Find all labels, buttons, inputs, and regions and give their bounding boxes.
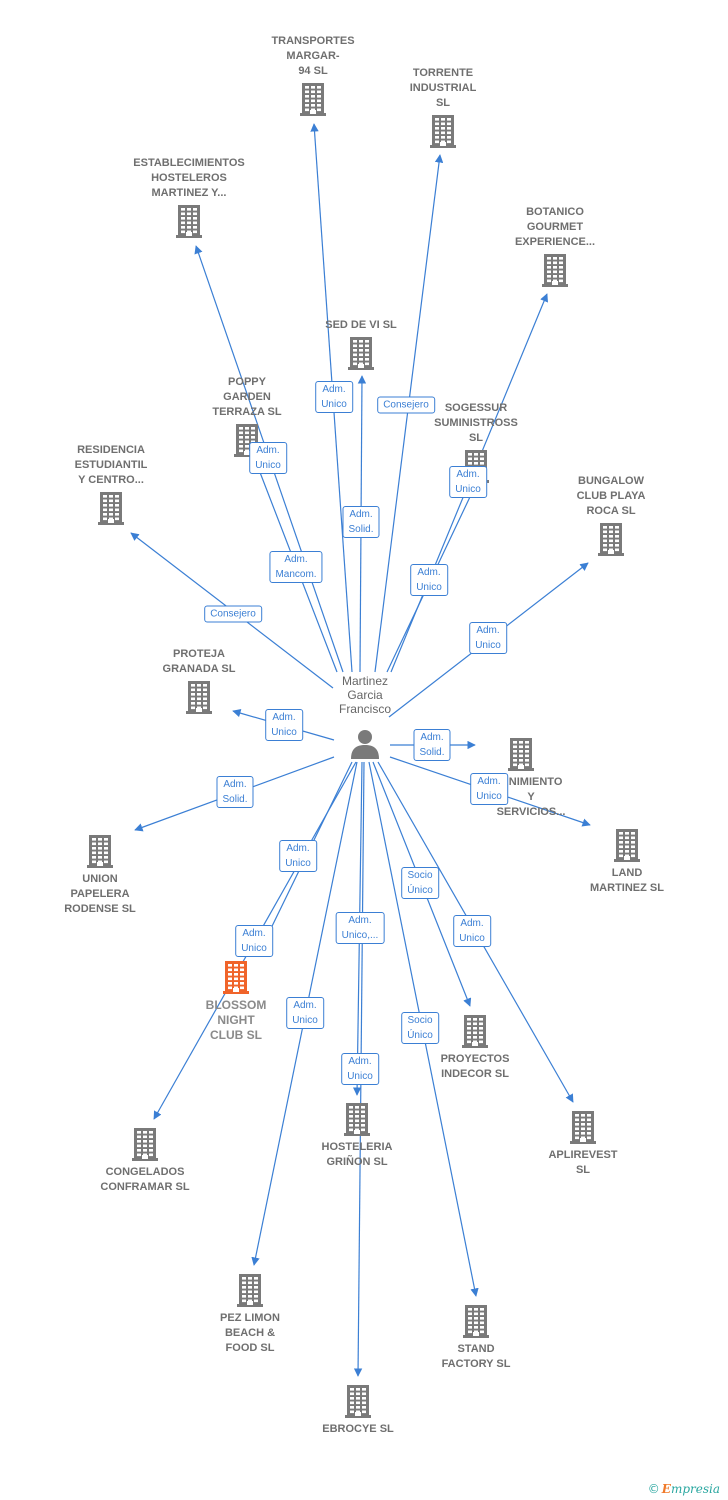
company-name: ...NIMIENTO Y SERVICIOS... <box>496 776 566 818</box>
building-icon <box>462 1015 488 1048</box>
company-name: EBROCYE SL <box>322 1423 394 1435</box>
building-icon <box>344 1103 370 1136</box>
company-name: APLIREVEST SL <box>548 1149 618 1176</box>
company-node-land[interactable]: LAND MARTINEZ SL <box>567 828 687 896</box>
brand-initial: E <box>661 1482 671 1496</box>
company-node-torrente[interactable]: TORRENTE INDUSTRIAL SL <box>383 66 503 148</box>
company-name: STAND FACTORY SL <box>441 1343 511 1370</box>
building-icon <box>98 492 124 525</box>
building-icon <box>570 1111 596 1144</box>
edge-label-ebrocye[interactable]: Adm. Unico,... <box>335 912 385 944</box>
company-name: PEZ LIMON BEACH & FOOD SL <box>220 1312 280 1354</box>
company-name: RESIDENCIA ESTUDIANTIL Y CENTRO... <box>74 444 148 486</box>
copyright-symbol: © <box>647 1482 660 1496</box>
building-icon <box>300 83 326 116</box>
edge-label-torrente[interactable]: Consejero <box>377 396 435 414</box>
company-node-union[interactable]: UNION PAPELERA RODENSE SL <box>40 834 160 917</box>
company-name: BUNGALOW CLUB PLAYA ROCA SL <box>576 475 646 517</box>
company-name: LAND MARTINEZ SL <box>590 867 664 894</box>
company-name: UNION PAPELERA RODENSE SL <box>64 873 136 915</box>
company-node-ebrocye[interactable]: EBROCYE SL <box>298 1384 418 1437</box>
company-node-bungalow[interactable]: BUNGALOW CLUB PLAYA ROCA SL <box>551 474 671 556</box>
edge-label-poppy[interactable]: Adm. Unico <box>249 442 287 474</box>
center-person-name: Martinez Garcia Francisco <box>338 674 391 716</box>
building-icon <box>508 738 534 771</box>
building-icon <box>542 254 568 287</box>
company-name: TORRENTE INDUSTRIAL SL <box>409 67 477 109</box>
company-node-residencia[interactable]: RESIDENCIA ESTUDIANTIL Y CENTRO... <box>51 443 171 525</box>
edge-label-stand[interactable]: Socio Único <box>401 1012 439 1044</box>
company-name: ESTABLECIMIENTOS HOSTELEROS MARTINEZ Y..… <box>133 157 245 199</box>
company-name: SOGESSUR SUMINISTROSS SL <box>434 402 518 444</box>
edge-label-sed[interactable]: Adm. Solid. <box>342 506 380 538</box>
center-person-node[interactable]: Martinez Garcia Francisco <box>310 674 420 760</box>
company-name: SED DE VI SL <box>325 319 397 331</box>
company-node-transportes[interactable]: TRANSPORTES MARGAR- 94 SL <box>253 34 373 116</box>
edge-label-pezlimon[interactable]: Adm. Unico <box>286 997 324 1029</box>
person-icon <box>351 730 379 759</box>
company-node-proteja[interactable]: PROTEJA GRANADA SL <box>139 647 259 714</box>
company-node-proyectos[interactable]: PROYECTOS INDECOR SL <box>415 1014 535 1082</box>
empresia-credit[interactable]: ©Empresia <box>648 1482 720 1496</box>
edge-label-proyectos[interactable]: Socio Único <box>401 867 439 899</box>
company-name: BOTANICO GOURMET EXPERIENCE... <box>514 206 596 248</box>
company-node-establecimientos[interactable]: ESTABLECIMIENTOS HOSTELEROS MARTINEZ Y..… <box>129 156 249 238</box>
company-node-poppy[interactable]: POPPY GARDEN TERRAZA SL <box>187 375 307 457</box>
company-node-congelados[interactable]: CONGELADOS CONFRAMAR SL <box>85 1127 205 1195</box>
building-icon <box>430 115 456 148</box>
edge-label-congelados[interactable]: Adm. Unico <box>279 840 317 872</box>
building-icon <box>87 835 113 868</box>
company-name: CONGELADOS CONFRAMAR SL <box>100 1166 190 1193</box>
company-name: HOSTELERIA GRIÑON SL <box>321 1141 393 1168</box>
building-icon <box>598 523 624 556</box>
brand-name: mpresia <box>670 1482 720 1496</box>
edge-torrente <box>374 154 444 673</box>
company-name: POPPY GARDEN TERRAZA SL <box>212 376 282 418</box>
edge-label-establecimientos[interactable]: Adm. Mancom. <box>269 551 323 583</box>
company-node-pezlimon[interactable]: PEZ LIMON BEACH & FOOD SL <box>190 1273 310 1356</box>
building-icon <box>132 1128 158 1161</box>
edge-label-hosteleria[interactable]: Adm. Unico <box>341 1053 379 1085</box>
company-name: PROTEJA GRANADA SL <box>162 648 236 675</box>
edge-label-land[interactable]: Adm. Unico <box>470 773 508 805</box>
company-node-hosteleria[interactable]: HOSTELERIA GRIÑON SL <box>297 1102 417 1170</box>
building-icon <box>176 205 202 238</box>
building-icon <box>223 961 249 994</box>
edge-label-bungalow[interactable]: Adm. Unico <box>469 622 507 654</box>
edge-label-union[interactable]: Adm. Solid. <box>216 776 254 808</box>
company-node-sed[interactable]: SED DE VI SL <box>301 318 421 370</box>
building-icon <box>186 681 212 714</box>
edge-label-mantenimiento[interactable]: Adm. Solid. <box>413 729 451 761</box>
company-name: PROYECTOS INDECOR SL <box>440 1053 510 1080</box>
building-icon <box>614 829 640 862</box>
building-icon <box>345 1385 371 1418</box>
company-node-aplirevest[interactable]: APLIREVEST SL <box>523 1110 643 1178</box>
company-name: TRANSPORTES MARGAR- 94 SL <box>271 35 355 77</box>
edge-label-transportes[interactable]: Adm. Unico <box>315 381 353 413</box>
company-node-blossom[interactable]: BLOSSOM NIGHT CLUB SL <box>176 960 296 1043</box>
edge-label-aplirevest[interactable]: Adm. Unico <box>453 915 491 947</box>
edge-label-proteja[interactable]: Adm. Unico <box>265 709 303 741</box>
company-node-mantenimiento[interactable]: ...NIMIENTO Y SERVICIOS... <box>471 737 591 820</box>
building-icon <box>348 337 374 370</box>
building-icon <box>237 1274 263 1307</box>
edge-label-botanico[interactable]: Adm. Unico <box>449 466 487 498</box>
edge-label-residencia[interactable]: Consejero <box>204 605 262 623</box>
company-name: BLOSSOM NIGHT CLUB SL <box>205 998 267 1042</box>
company-node-stand[interactable]: STAND FACTORY SL <box>416 1304 536 1372</box>
edge-label-sogessur[interactable]: Adm. Unico <box>410 564 448 596</box>
building-icon <box>463 1305 489 1338</box>
edge-label-blossom[interactable]: Adm. Unico <box>235 925 273 957</box>
company-node-botanico[interactable]: BOTANICO GOURMET EXPERIENCE... <box>495 205 615 287</box>
